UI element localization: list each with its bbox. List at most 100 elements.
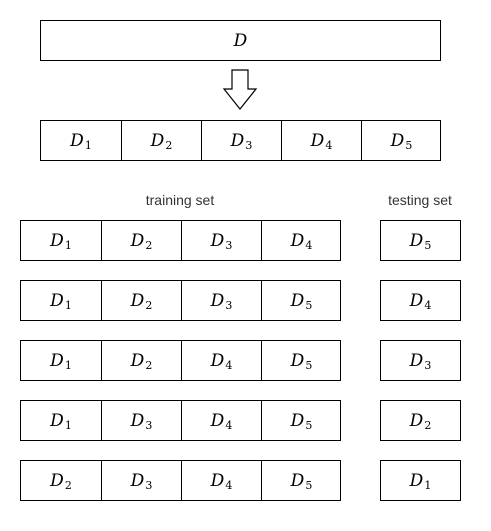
fold-symbol: D	[290, 350, 305, 371]
testing-set-label: testing set	[388, 192, 452, 208]
fold-symbol: D	[130, 350, 145, 371]
training-set-label: training set	[145, 192, 215, 208]
fold-symbol: D	[210, 230, 225, 251]
fold-subscript: 2	[145, 299, 153, 312]
fold-symbol: D	[409, 230, 424, 251]
split-arrow-icon	[222, 69, 258, 110]
fold-symbol: D	[210, 410, 225, 431]
fold-subscript: 5	[305, 479, 313, 492]
fold-symbol: D	[130, 290, 145, 311]
fold-subscript: 1	[64, 359, 72, 372]
fold-subscript: 1	[64, 239, 72, 252]
fold-subscript: 4	[325, 139, 333, 152]
fold-subscript: 1	[84, 139, 92, 152]
fold-subscript: 2	[424, 419, 432, 432]
fold-subscript: 4	[225, 419, 233, 432]
fold-subscript: 3	[225, 299, 233, 312]
fold-subscript: 4	[225, 479, 233, 492]
fold-subscript: 1	[424, 479, 432, 492]
fold-subscript: 5	[405, 139, 413, 152]
fold-subscript: 2	[165, 139, 173, 152]
fold-subscript: 4	[305, 239, 313, 252]
fold-symbol: D	[290, 410, 305, 431]
fold-symbol: D	[409, 410, 424, 431]
fold-subscript: 3	[225, 239, 233, 252]
fold-subscript: 3	[145, 419, 153, 432]
fold-subscript: 2	[64, 479, 72, 492]
fold-subscript: 5	[305, 299, 313, 312]
fold-symbol: D	[210, 470, 225, 491]
fold-symbol: D	[50, 230, 64, 251]
fold-subscript: 1	[64, 419, 72, 432]
fold-subscript: 5	[424, 239, 432, 252]
fold-symbol: D	[390, 130, 405, 151]
fold-symbol: D	[290, 290, 305, 311]
fold-symbol: D	[409, 290, 424, 311]
fold-symbol: D	[130, 470, 145, 491]
fold-symbol: D	[290, 470, 305, 491]
fold-symbol: D	[230, 130, 245, 151]
fold-subscript: 3	[145, 479, 153, 492]
fold-symbol: D	[150, 130, 165, 151]
fold-subscript: 3	[245, 139, 253, 152]
fold-subscript: 5	[305, 419, 313, 432]
fold-symbol: D	[210, 290, 225, 311]
fold-symbol: D	[130, 410, 145, 431]
fold-symbol: D	[130, 230, 145, 251]
fold-symbol: D	[409, 350, 424, 371]
fold-subscript: 1	[64, 299, 72, 312]
fold-symbol: D	[310, 130, 325, 151]
fold-subscript: 4	[424, 299, 432, 312]
fold-symbol: D	[70, 130, 84, 151]
fold-symbol: D	[50, 470, 64, 491]
fold-symbol: D	[210, 350, 225, 371]
fold-symbol: D	[50, 290, 64, 311]
fold-symbol: D	[50, 410, 64, 431]
fold-symbol: D	[290, 230, 305, 251]
fold-subscript: 2	[145, 359, 153, 372]
fold-symbol: D	[50, 350, 64, 371]
fold-subscript: 3	[424, 359, 432, 372]
dataset-box: D	[40, 20, 441, 61]
fold-symbol: D	[409, 470, 424, 491]
fold-subscript: 2	[145, 239, 153, 252]
